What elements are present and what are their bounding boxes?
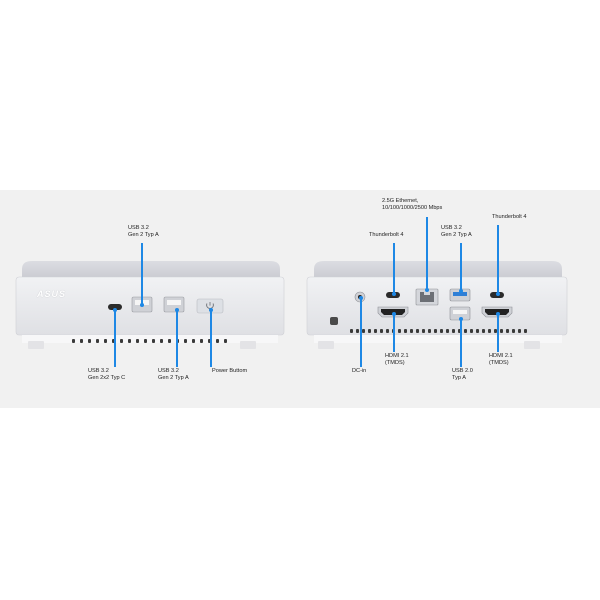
label-line: Gen 2 Typ A	[158, 375, 189, 381]
label-line: Power Buttom	[212, 368, 248, 374]
label-line: 2.5G Ethernet,	[382, 198, 419, 204]
leader-dot-rear-ethernet	[424, 288, 429, 292]
rear-chassis-top	[314, 261, 562, 279]
rear-foot-left	[318, 341, 334, 349]
label-line: USB 3.2	[158, 368, 179, 374]
front-foot-right	[240, 341, 256, 349]
leader-front-usbc	[114, 310, 116, 367]
leader-rear-thunderbolt-right	[497, 225, 499, 293]
front-device-illustration	[15, 261, 285, 349]
rear-foot-right	[524, 341, 540, 349]
front-usbc-port	[108, 304, 122, 310]
leader-rear-usb32	[460, 243, 462, 290]
rear-usb20-port	[449, 306, 471, 321]
label-dc-in: DC-in	[352, 368, 366, 375]
label-line: Thunderbolt 4	[492, 214, 527, 220]
label-hdmi-right: HDMI 2.1 (TMDS)	[489, 353, 513, 367]
leader-front-usb-a-top	[141, 243, 143, 304]
leader-rear-hdmi-right	[497, 314, 499, 352]
label-line: 10/100/1000/2500 Mbps	[382, 205, 443, 211]
front-chassis-top	[22, 261, 280, 279]
label-ethernet: 2.5G Ethernet, 10/100/1000/2500 Mbps	[382, 198, 442, 212]
label-line: Gen 2x2 Typ C	[88, 375, 126, 381]
rear-security-slot	[330, 317, 338, 325]
label-line: (TMDS)	[489, 360, 509, 366]
leader-rear-dc-in	[360, 298, 362, 367]
leader-dot-rear-usb20	[458, 317, 463, 321]
label-line: Gen 2 Typ A	[441, 232, 472, 238]
label-usb32-gen2-top: USB 3.2 Gen 2 Typ A	[128, 225, 159, 239]
front-foot-left	[28, 341, 44, 349]
leader-dot-front-usbc	[112, 308, 117, 312]
label-line: HDMI 2.1	[385, 353, 409, 359]
rear-device-illustration	[306, 261, 568, 349]
front-usb-a-port-2	[163, 296, 185, 313]
front-vent-slots	[72, 339, 227, 343]
front-chassis-base	[22, 335, 278, 343]
label-usb20: USB 2.0 Typ A	[452, 368, 473, 382]
label-line: Gen 2 Typ A	[128, 232, 159, 238]
leader-front-usb-a-bottom	[176, 310, 178, 367]
label-usb32-gen2-bottom: USB 3.2 Gen 2 Typ A	[158, 368, 189, 382]
rear-chassis-face	[306, 276, 568, 336]
leader-rear-thunderbolt-left	[393, 243, 395, 293]
leader-dot-rear-hdmi-left	[391, 312, 396, 316]
label-line: USB 2.0	[452, 368, 473, 374]
label-line: DC-in	[352, 368, 367, 374]
leader-rear-hdmi-left	[393, 314, 395, 352]
leader-dot-rear-hdmi-right	[495, 312, 500, 316]
label-line: USB 3.2	[441, 225, 462, 231]
label-line: (TMDS)	[385, 360, 405, 366]
label-line: USB 3.2	[128, 225, 149, 231]
brand-logo: ASUS	[37, 289, 67, 299]
leader-dot-rear-dc-in	[358, 296, 363, 300]
leader-dot-rear-usb32	[458, 289, 463, 293]
leader-front-power	[210, 310, 212, 367]
rear-usb32-port	[449, 288, 471, 302]
leader-dot-front-power	[208, 308, 213, 312]
label-power-button: Power Buttom	[212, 368, 247, 375]
label-line: USB 3.2	[88, 368, 109, 374]
label-usb32-gen2-rear: USB 3.2 Gen 2 Typ A	[441, 225, 472, 239]
label-thunderbolt-right: Thunderbolt 4	[492, 214, 527, 221]
leader-dot-rear-thunderbolt-right	[495, 292, 500, 296]
leader-rear-usb20	[460, 319, 462, 367]
label-thunderbolt-left: Thunderbolt 4	[369, 232, 404, 239]
rear-vent-slots	[350, 329, 527, 333]
label-usb32-gen2x2-typec: USB 3.2 Gen 2x2 Typ C	[88, 368, 125, 382]
leader-dot-rear-thunderbolt-left	[391, 292, 396, 296]
label-line: Thunderbolt 4	[369, 232, 404, 238]
leader-rear-ethernet	[426, 217, 428, 289]
label-hdmi-left: HDMI 2.1 (TMDS)	[385, 353, 409, 367]
label-line: HDMI 2.1	[489, 353, 513, 359]
label-line: Typ A	[452, 375, 466, 381]
leader-dot-front-usb-a-top	[139, 303, 144, 307]
leader-dot-front-usb-a-bottom	[174, 308, 179, 312]
rear-chassis-base	[314, 335, 562, 343]
